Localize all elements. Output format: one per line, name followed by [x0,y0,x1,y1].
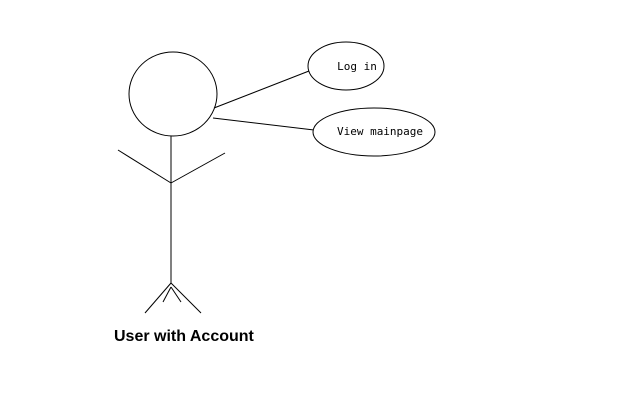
association-log-in [213,70,310,109]
use-case-view-mainpage[interactable]: View mainpage [312,107,436,157]
actor-right-leg [170,282,202,314]
use-case-log-in-ellipse [307,41,385,91]
use-case-log-in[interactable]: Log in [307,41,385,91]
actor-right-arm [170,152,226,184]
actor-head [128,51,218,137]
actor-figure [117,51,226,314]
association-view-mainpage [212,117,315,131]
actor-left-arm [117,149,172,184]
actor-right-leg-inner [170,286,182,303]
use-case-view-mainpage-ellipse [312,107,436,157]
use-case-view-mainpage-label: View mainpage [337,125,423,138]
use-case-log-in-label: Log in [337,60,377,73]
actor-left-leg [144,282,172,314]
actor-left-leg-inner [162,286,172,303]
actor-label: User with Account [114,328,254,345]
